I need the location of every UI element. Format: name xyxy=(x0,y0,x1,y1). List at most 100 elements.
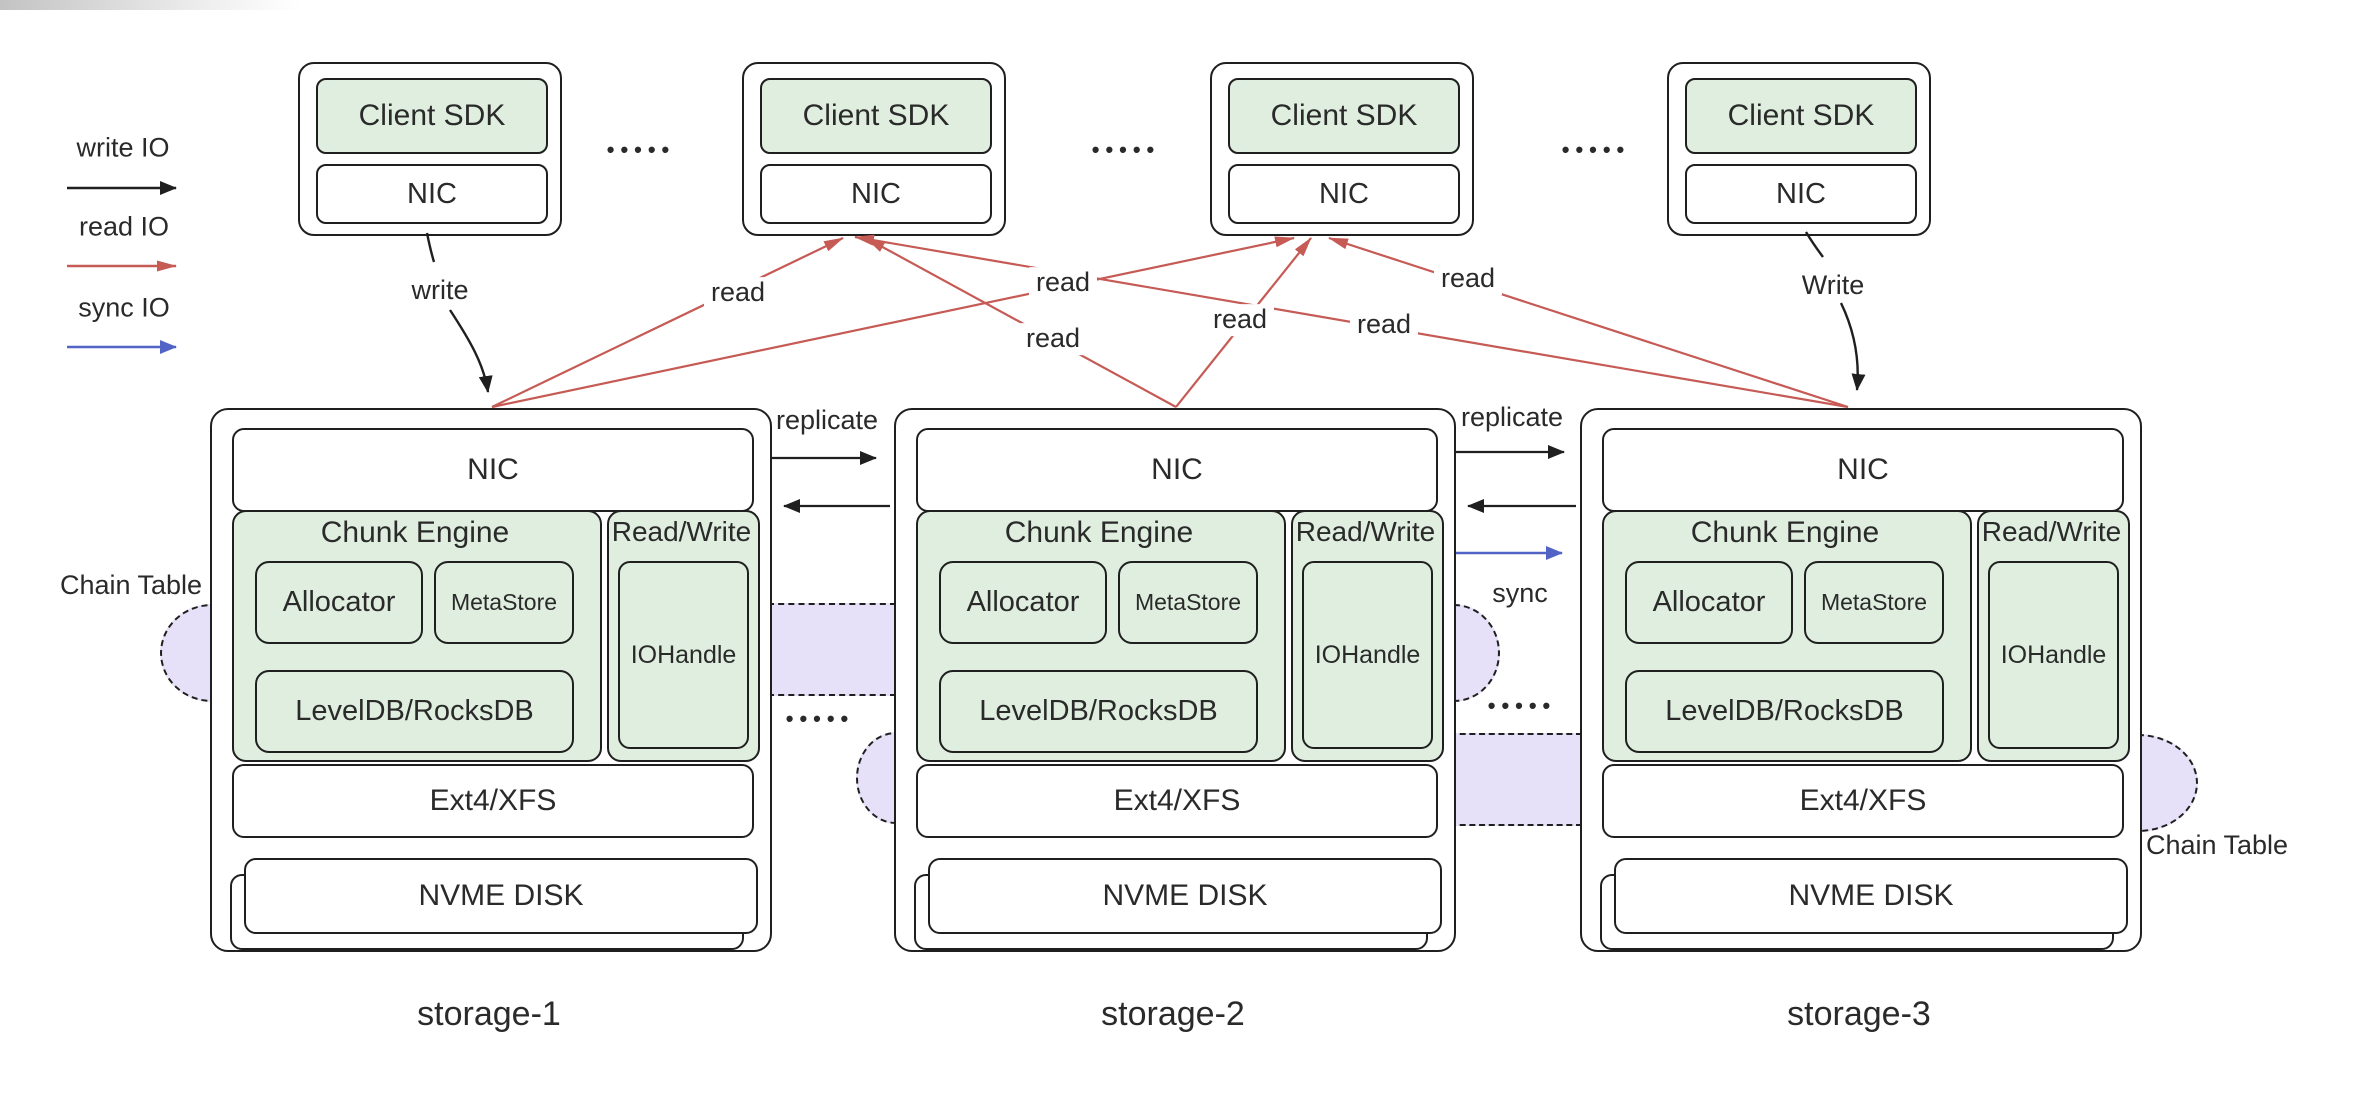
client-nic-label: NIC xyxy=(1776,177,1826,210)
storage-nic-label: NIC xyxy=(1837,453,1889,486)
client-nic-label: NIC xyxy=(851,177,901,210)
allocator-label: Allocator xyxy=(966,586,1080,618)
write-cap-arrow-curve xyxy=(1839,302,1866,391)
client-nic-label: NIC xyxy=(407,177,457,210)
storage-2-name: storage-2 xyxy=(1101,995,1245,1033)
chain-band-s1-s2 xyxy=(768,603,896,696)
client-nic-box: NIC xyxy=(1685,164,1917,224)
replicate-label-1: replicate xyxy=(775,405,879,436)
nvme-disk-label: NVME DISK xyxy=(418,879,584,912)
iohandle-label: IOHandle xyxy=(630,640,737,669)
client-sdk-label: Client SDK xyxy=(1270,99,1418,132)
allocator-label: Allocator xyxy=(1652,586,1766,618)
leveldb-rocksdb-label: LevelDB/RocksDB xyxy=(1665,695,1904,727)
storage-node-3: NIC Chunk Engine Allocator MetaStore Lev… xyxy=(1580,408,2142,952)
ext4-xfs-label: Ext4/XFS xyxy=(1799,784,1927,817)
read-label-3: read xyxy=(1018,323,1088,355)
metastore-label: MetaStore xyxy=(450,589,558,615)
storage-nic-box: NIC xyxy=(916,428,1438,512)
ellipsis-storage-2-3: ••••• xyxy=(1487,693,1557,718)
client-sdk-box: Client SDK xyxy=(1228,78,1460,154)
client-nic-box: NIC xyxy=(760,164,992,224)
client-sdk-box: Client SDK xyxy=(1685,78,1917,154)
allocator-label: Allocator xyxy=(282,586,396,618)
ellipsis-clients-1-2: ••••• xyxy=(606,137,676,162)
chain-band-s2-s3 xyxy=(1450,733,1582,826)
client-sdk-label: Client SDK xyxy=(802,99,950,132)
nvme-disk-box: NVME DISK xyxy=(928,858,1442,934)
ext4-xfs-label: Ext4/XFS xyxy=(1113,784,1241,817)
ext4-xfs-box: Ext4/XFS xyxy=(232,764,754,838)
client-nic-box: NIC xyxy=(1228,164,1460,224)
replicate-label-2: replicate xyxy=(1460,402,1564,433)
client-sdk-box: Client SDK xyxy=(760,78,992,154)
storage-3-name: storage-3 xyxy=(1787,995,1931,1033)
client-sdk-label: Client SDK xyxy=(1727,99,1875,132)
write-arrow-stub xyxy=(425,232,436,263)
iohandle-box: IOHandle xyxy=(618,561,749,749)
client-sdk-label: Client SDK xyxy=(358,99,506,132)
storage-1-name: storage-1 xyxy=(417,995,561,1033)
iohandle-box: IOHandle xyxy=(1988,561,2119,749)
leveldb-rocksdb-label: LevelDB/RocksDB xyxy=(979,695,1218,727)
allocator-box: Allocator xyxy=(939,561,1107,644)
allocator-box: Allocator xyxy=(255,561,423,644)
read-label-4: read xyxy=(1205,304,1275,336)
write-cap-label: Write xyxy=(1801,270,1865,301)
read-line-s1-c3 xyxy=(491,236,1295,409)
ellipsis-clients-3-4: ••••• xyxy=(1561,137,1631,162)
chain-table-label-right: Chain Table xyxy=(2145,830,2289,861)
allocator-box: Allocator xyxy=(1625,561,1793,644)
ext4-xfs-box: Ext4/XFS xyxy=(1602,764,2124,838)
leveldb-rocksdb-label: LevelDB/RocksDB xyxy=(295,695,534,727)
storage-node-1: NIC Chunk Engine Allocator MetaStore Lev… xyxy=(210,408,772,952)
window-edge-artifact xyxy=(0,0,300,10)
storage-nic-box: NIC xyxy=(232,428,754,512)
chunk-engine-title: Chunk Engine xyxy=(1004,516,1194,549)
metastore-label: MetaStore xyxy=(1134,589,1242,615)
storage-nic-box: NIC xyxy=(1602,428,2124,512)
write-arrow-curve xyxy=(448,309,493,393)
read-line-s1-c2 xyxy=(491,237,844,408)
iohandle-label: IOHandle xyxy=(2000,640,2107,669)
metastore-label: MetaStore xyxy=(1820,589,1928,615)
storage-nic-label: NIC xyxy=(467,453,519,486)
chunk-engine-title: Chunk Engine xyxy=(1690,516,1880,549)
chain-table-label-left: Chain Table xyxy=(59,570,203,601)
client-nic-box: NIC xyxy=(316,164,548,224)
ellipsis-storage-1-2: ••••• xyxy=(785,706,855,731)
nvme-disk-box: NVME DISK xyxy=(244,858,758,934)
ext4-xfs-box: Ext4/XFS xyxy=(916,764,1438,838)
nvme-disk-label: NVME DISK xyxy=(1788,879,1954,912)
read-label-2: read xyxy=(1028,267,1098,299)
client-box-2: Client SDK NIC xyxy=(742,62,1006,236)
read-write-title: Read/Write xyxy=(1981,516,2122,547)
leveldb-rocksdb-box: LevelDB/RocksDB xyxy=(1625,670,1944,753)
ellipsis-clients-2-3: ••••• xyxy=(1091,137,1161,162)
read-label-6: read xyxy=(1433,263,1503,295)
chunk-engine-title: Chunk Engine xyxy=(320,516,510,549)
leveldb-rocksdb-box: LevelDB/RocksDB xyxy=(255,670,574,753)
legend-sync-io-label: sync IO xyxy=(78,292,170,323)
legend-write-io-label: write IO xyxy=(76,132,170,163)
iohandle-box: IOHandle xyxy=(1302,561,1433,749)
client-box-3: Client SDK NIC xyxy=(1210,62,1474,236)
read-write-title: Read/Write xyxy=(611,516,752,547)
nvme-disk-label: NVME DISK xyxy=(1102,879,1268,912)
sync-label: sync xyxy=(1492,578,1548,609)
write-label: write xyxy=(411,275,469,306)
read-label-5: read xyxy=(1349,309,1419,341)
metastore-box: MetaStore xyxy=(434,561,574,644)
client-box-4: Client SDK NIC xyxy=(1667,62,1931,236)
read-write-title: Read/Write xyxy=(1295,516,1436,547)
leveldb-rocksdb-box: LevelDB/RocksDB xyxy=(939,670,1258,753)
legend-read-io-label: read IO xyxy=(78,211,170,242)
storage-node-2: NIC Chunk Engine Allocator MetaStore Lev… xyxy=(894,408,1456,952)
ext4-xfs-label: Ext4/XFS xyxy=(429,784,557,817)
client-sdk-box: Client SDK xyxy=(316,78,548,154)
client-nic-label: NIC xyxy=(1319,177,1369,210)
metastore-box: MetaStore xyxy=(1804,561,1944,644)
nvme-disk-box: NVME DISK xyxy=(1614,858,2128,934)
iohandle-label: IOHandle xyxy=(1314,640,1421,669)
